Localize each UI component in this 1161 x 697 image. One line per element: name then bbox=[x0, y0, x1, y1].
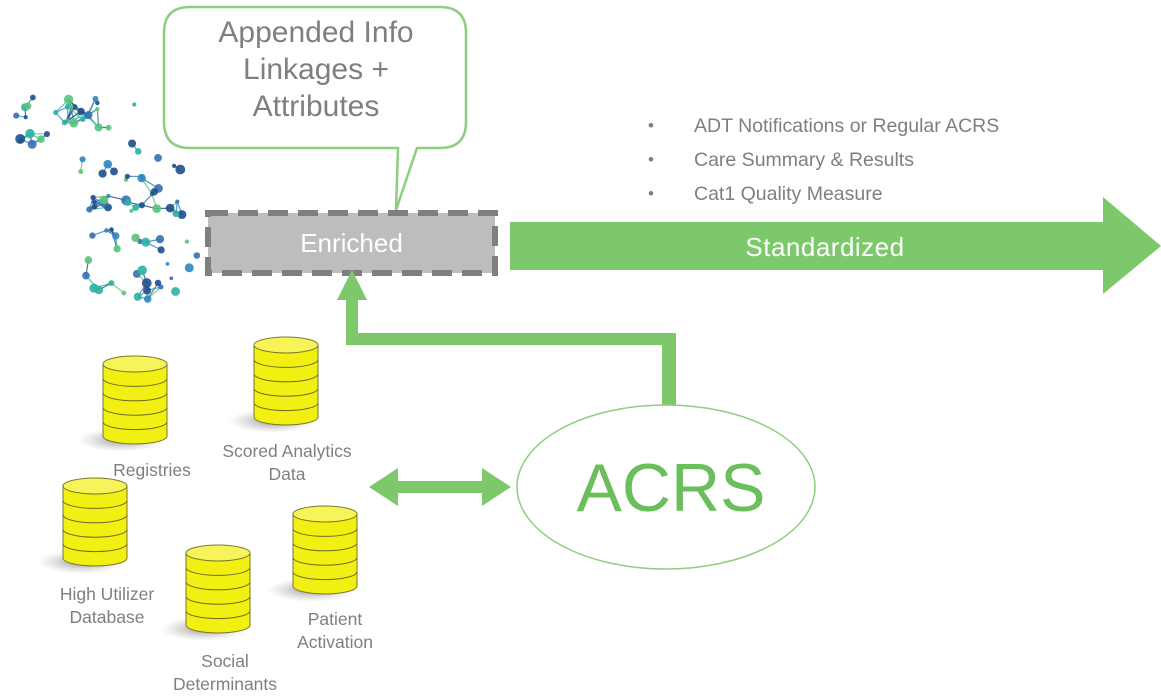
db-label-line: Scored Analytics bbox=[222, 441, 352, 461]
callout-line: Linkages + bbox=[243, 53, 389, 86]
bullet-item: • Care Summary & Results bbox=[648, 145, 999, 179]
acrs-to-enriched-arrow bbox=[337, 270, 676, 405]
callout-bubble bbox=[162, 5, 468, 211]
bullet-dot-icon: • bbox=[648, 116, 654, 135]
bullet-list: • ADT Notifications or Regular ACRS • Care… bbox=[648, 111, 999, 213]
bullet-text: Cat1 Quality Measure bbox=[694, 183, 883, 205]
db-label-scored-analytics: Scored Analytics Data bbox=[212, 440, 362, 486]
bullet-text: Care Summary & Results bbox=[694, 149, 914, 171]
standardized-label: Standardized bbox=[745, 232, 905, 262]
db-label-line: Database bbox=[69, 607, 145, 627]
db-label-patient-activation: Patient Activation bbox=[280, 608, 390, 654]
standardized-arrow bbox=[510, 197, 1161, 294]
database-cylinder-icon bbox=[228, 336, 319, 433]
bullet-dot-icon: • bbox=[648, 150, 654, 169]
bullet-dot-icon: • bbox=[648, 184, 654, 203]
acrs-label: ACRS bbox=[576, 450, 766, 526]
callout-text: Appended Info Linkages + Attributes bbox=[165, 14, 467, 125]
bullet-text: ADT Notifications or Regular ACRS bbox=[694, 115, 1000, 137]
database-cylinder-icon bbox=[37, 477, 128, 574]
acrs-ellipse bbox=[516, 404, 816, 570]
db-label-line: Activation bbox=[297, 632, 373, 652]
db-label-line: Registries bbox=[113, 460, 191, 480]
michigan-network-map-icon bbox=[13, 94, 201, 303]
db-label-line: Patient bbox=[307, 609, 363, 629]
database-cylinder-icon bbox=[77, 355, 168, 452]
db-label-high-utilizer: High Utilizer Database bbox=[42, 583, 172, 629]
enriched-label: Enriched bbox=[300, 228, 403, 258]
bullet-item: • ADT Notifications or Regular ACRS bbox=[648, 111, 999, 145]
db-label-line: High Utilizer bbox=[59, 584, 155, 604]
database-cylinders bbox=[37, 336, 358, 641]
callout-line: Attributes bbox=[252, 90, 380, 123]
bullet-item: • Cat1 Quality Measure bbox=[648, 179, 999, 213]
db-label-social-determinants: Social Determinants bbox=[160, 650, 290, 696]
database-cylinder-icon bbox=[267, 505, 358, 602]
database-cylinder-icon bbox=[160, 544, 251, 641]
db-label-line: Determinants bbox=[172, 674, 278, 694]
callout-line: Appended Info bbox=[218, 16, 414, 49]
db-label-line: Data bbox=[268, 464, 306, 484]
db-label-line: Social bbox=[201, 651, 249, 671]
db-label-registries: Registries bbox=[92, 459, 212, 482]
bidirectional-arrow bbox=[369, 468, 511, 506]
